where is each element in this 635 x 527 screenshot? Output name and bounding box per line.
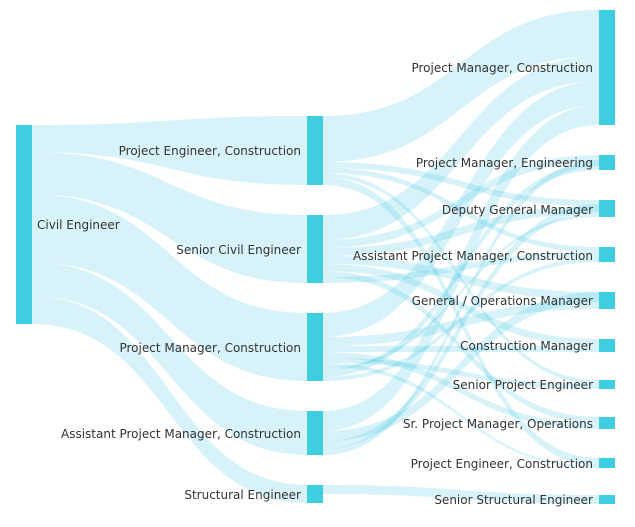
flow-pec-dgm[interactable]: [323, 162, 599, 206]
flow-pmc-apmc2[interactable]: [323, 258, 599, 381]
label-project-manager-engineering: Project Manager, Engineering: [416, 156, 593, 170]
flow-sce-gom[interactable]: [323, 256, 599, 300]
flow-pmc-spmo[interactable]: [323, 352, 599, 429]
flow-pmc-spe[interactable]: [323, 358, 599, 389]
label-project-engineer-construction-2: Project Engineer, Construction: [411, 457, 593, 471]
flow-ce-pec[interactable]: [32, 116, 307, 185]
node-senior-civil-engineer[interactable]: [307, 215, 323, 283]
flow-pmc-gom[interactable]: [323, 300, 599, 346]
label-assistant-project-manager-construction-2: Assistant Project Manager, Construction: [353, 249, 593, 263]
flow-sce-cm[interactable]: [323, 264, 599, 346]
node-project-manager-construction[interactable]: [307, 313, 323, 381]
label-project-engineer-construction: Project Engineer, Construction: [119, 144, 301, 158]
flow-ce-apmc[interactable]: [32, 262, 307, 455]
label-senior-civil-engineer: Senior Civil Engineer: [176, 243, 301, 257]
flow-pmc-pme[interactable]: [323, 163, 599, 377]
node-assistant-project-manager-construction-2[interactable]: [599, 247, 615, 262]
flow-sce-pmc2[interactable]: [323, 56, 599, 240]
flow-sce-pme[interactable]: [323, 155, 599, 248]
flow-pmc-pmc2[interactable]: [323, 81, 599, 337]
label-senior-project-engineer: Senior Project Engineer: [453, 378, 593, 392]
label-sr-project-manager-operations: Sr. Project Manager, Operations: [403, 417, 593, 431]
label-deputy-general-manager: Deputy General Manager: [442, 203, 593, 217]
label-construction-manager: Construction Manager: [460, 339, 593, 353]
flow-links: [32, 10, 599, 504]
node-civil-engineer[interactable]: [16, 125, 32, 324]
flow-apmc-pme[interactable]: [323, 160, 599, 455]
node-general-operations-manager[interactable]: [599, 292, 615, 309]
flow-pec-spe[interactable]: [323, 173, 599, 384]
label-general-operations-manager: General / Operations Manager: [412, 294, 593, 308]
flow-pec-pec2[interactable]: [323, 177, 599, 466]
flow-pec-apmc2[interactable]: [323, 168, 599, 252]
node-senior-structural-engineer[interactable]: [599, 495, 615, 504]
flow-pmc-dgm[interactable]: [323, 214, 599, 370]
nodes: [16, 10, 615, 504]
flow-ce-se[interactable]: [32, 296, 307, 503]
flow-sce-apmc2[interactable]: [323, 252, 599, 283]
label-structural-engineer: Structural Engineer: [184, 488, 301, 502]
flow-ce-pmc[interactable]: [32, 194, 307, 381]
flow-ce-sce[interactable]: [32, 152, 307, 283]
flow-sce-dgm[interactable]: [323, 206, 599, 256]
node-senior-project-engineer[interactable]: [599, 380, 615, 389]
flow-se-sse[interactable]: [323, 485, 599, 504]
node-construction-manager[interactable]: [599, 339, 615, 352]
label-senior-structural-engineer: Senior Structural Engineer: [434, 493, 593, 507]
node-labels: Civil Engineer Project Engineer, Constru…: [37, 61, 593, 507]
flow-pmc-cm[interactable]: [323, 346, 599, 352]
flow-pec-pmc2[interactable]: [323, 10, 599, 162]
node-project-engineer-construction[interactable]: [307, 116, 323, 185]
label-assistant-project-manager-construction: Assistant Project Manager, Construction: [61, 427, 301, 441]
flow-apmc-gom[interactable]: [323, 292, 599, 441]
flow-apmc-dgm[interactable]: [323, 204, 599, 449]
label-project-manager-construction: Project Manager, Construction: [119, 341, 301, 355]
node-sr-project-manager-operations[interactable]: [599, 417, 615, 429]
node-deputy-general-manager[interactable]: [599, 200, 615, 217]
label-civil-engineer: Civil Engineer: [37, 218, 120, 232]
flow-apmc-pmc2[interactable]: [323, 105, 599, 431]
node-assistant-project-manager-construction[interactable]: [307, 411, 323, 455]
node-project-engineer-construction-2[interactable]: [599, 458, 615, 468]
node-project-manager-engineering[interactable]: [599, 155, 615, 170]
node-project-manager-construction-2[interactable]: [599, 10, 615, 125]
flow-sce-spmo[interactable]: [323, 271, 599, 423]
flow-pmc-pec2[interactable]: [323, 363, 599, 468]
label-project-manager-construction-2: Project Manager, Construction: [411, 61, 593, 75]
node-structural-engineer[interactable]: [307, 485, 323, 503]
